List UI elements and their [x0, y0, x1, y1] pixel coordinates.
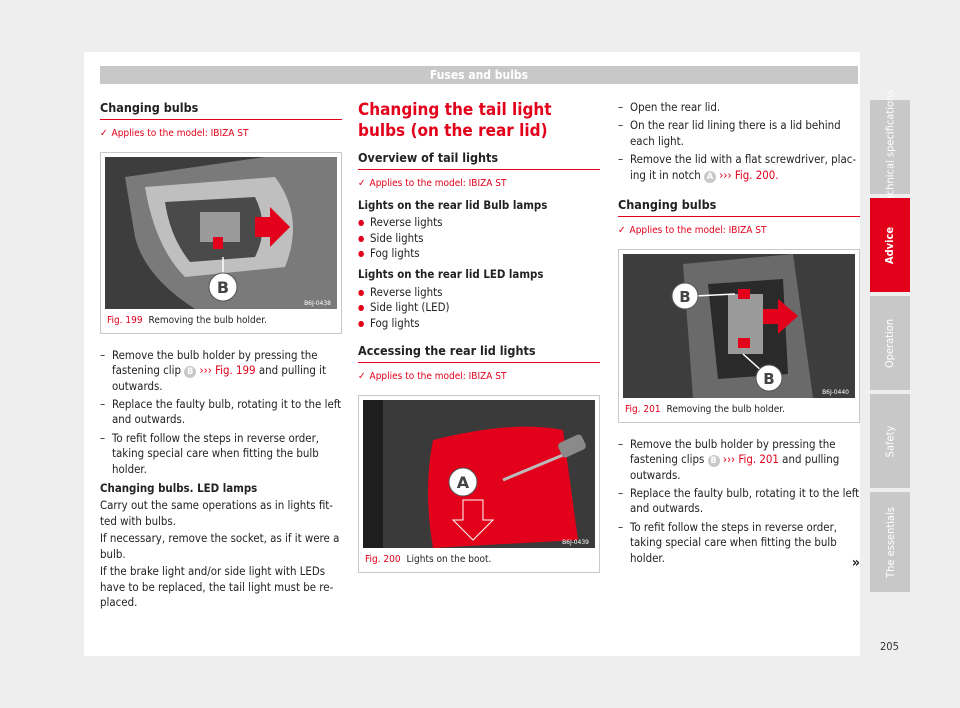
- list-item: Fog lights: [358, 246, 600, 262]
- column-1: Changing bulbs ✓Applies to the model: IB…: [100, 100, 342, 610]
- list-item: On the rear lid lining there is a lid be…: [618, 118, 860, 149]
- applies-note: ✓Applies to the model: IBIZA ST: [618, 223, 860, 238]
- page-number: 205: [880, 640, 899, 653]
- tab-the-essentials[interactable]: The essentials: [870, 492, 910, 592]
- list-item: To refit follow the steps in reverse ord…: [618, 520, 860, 566]
- list-item: Remove the bulb holder by pressing the f…: [100, 348, 342, 394]
- paragraph: Carry out the same operations as in ligh…: [100, 498, 333, 528]
- steps-list: Remove the bulb holder by pressing the f…: [100, 348, 342, 477]
- tab-operation[interactable]: Operation: [870, 296, 910, 390]
- list-item: Fog lights: [358, 316, 600, 332]
- applies-note: ✓Applies to the model: IBIZA ST: [100, 126, 342, 141]
- rear-lid-illustration: A B6J-0439: [363, 399, 595, 548]
- paragraph: If the brake light and/or side light wit…: [100, 564, 334, 609]
- led-lamps-heading: Lights on the rear lid LED lamps: [358, 267, 544, 282]
- applies-note: ✓Applies to the model: IBIZA ST: [358, 369, 600, 384]
- chapter-title: Changing the tail light bulbs (on the re…: [358, 100, 552, 141]
- check-icon: ✓: [618, 225, 626, 237]
- list-item: To refit follow the steps in reverse ord…: [100, 431, 342, 477]
- list-item: Remove the bulb holder by pressing the f…: [618, 437, 860, 483]
- list-item: Remove the lid with a flat screwdriver, …: [618, 152, 860, 183]
- label-b: B: [217, 278, 229, 297]
- section-header: Fuses and bulbs: [100, 66, 858, 84]
- list-item: Reverse lights: [358, 215, 600, 231]
- bulb-holder-illustration: B B B6J-0440: [623, 253, 855, 398]
- continue-marker: »: [851, 554, 860, 571]
- figure-code: B6J-0438: [304, 300, 331, 307]
- check-icon: ✓: [358, 371, 366, 383]
- applies-note: ✓Applies to the model: IBIZA ST: [358, 176, 600, 191]
- label-a: A: [457, 473, 470, 492]
- tab-advice[interactable]: Advice: [870, 198, 910, 292]
- list-item: Reverse lights: [358, 285, 600, 301]
- list-item: Side light (LED): [358, 300, 600, 316]
- check-icon: ✓: [100, 128, 108, 140]
- figure-code: B6J-0439: [562, 539, 589, 546]
- steps-list: Open the rear lid. On the rear lid linin…: [618, 100, 860, 183]
- label-b-bottom: B: [763, 370, 774, 388]
- tab-technical-specifications[interactable]: Technical specifications: [870, 89, 910, 205]
- led-list: Reverse lights Side light (LED) Fog ligh…: [358, 285, 600, 332]
- figure-link[interactable]: ››› Fig. 201: [722, 452, 779, 467]
- figure-link[interactable]: ››› Fig. 199: [199, 363, 256, 378]
- tab-safety[interactable]: Safety: [870, 394, 910, 488]
- list-item: Replace the faulty bulb, rotating it to …: [618, 486, 860, 517]
- led-heading: Changing bulbs. LED lamps: [100, 481, 258, 496]
- list-item: Replace the faulty bulb, rotating it to …: [100, 397, 342, 428]
- bulb-lamps-heading: Lights on the rear lid Bulb lamps: [358, 197, 548, 212]
- figure-link[interactable]: ››› Fig. 200.: [719, 167, 779, 182]
- list-item: Open the rear lid.: [618, 100, 860, 116]
- paragraph: If necessary, remove the socket, as if i…: [100, 531, 340, 561]
- check-icon: ✓: [358, 178, 366, 190]
- subsection-title: Accessing the rear lid lights: [358, 343, 600, 364]
- steps-list: Remove the bulb holder by pressing the f…: [618, 437, 860, 566]
- bulb-list: Reverse lights Side lights Fog lights: [358, 215, 600, 262]
- column-2: Changing the tail light bulbs (on the re…: [358, 100, 600, 573]
- subsection-title: Overview of tail lights: [358, 150, 600, 171]
- column-3: Open the rear lid. On the rear lid linin…: [618, 100, 860, 571]
- list-item: Side lights: [358, 231, 600, 247]
- section-title: Changing bulbs: [618, 197, 860, 218]
- bulb-holder-illustration: B B6J-0438: [105, 156, 337, 309]
- section-title: Changing bulbs: [100, 100, 342, 121]
- label-b-top: B: [679, 288, 690, 306]
- figure-code: B6J-0440: [822, 389, 849, 396]
